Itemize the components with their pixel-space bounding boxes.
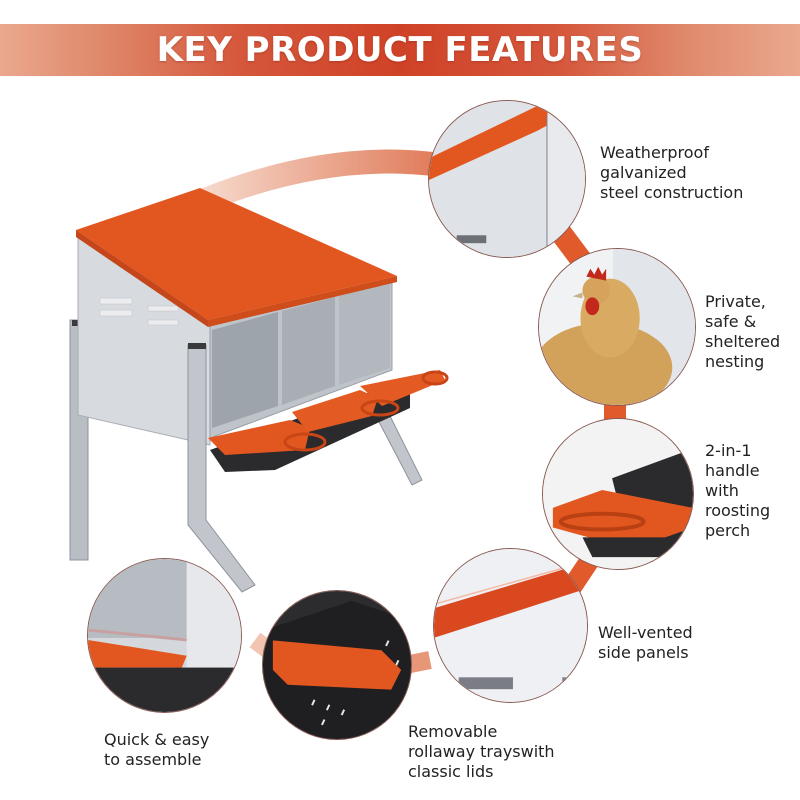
feature-label-weatherproof: Weatherproof galvanized steel constructi… xyxy=(600,143,744,202)
feature-label-vented: Well-vented side panels xyxy=(598,623,693,662)
feature-image-handle xyxy=(542,418,694,570)
feature-image-weatherproof xyxy=(428,100,586,258)
feature-label-handle: 2-in-1 handle with roosting perch xyxy=(705,441,771,540)
banner-title: KEY PRODUCT FEATURES xyxy=(156,30,644,70)
title-banner: KEY PRODUCT FEATURES xyxy=(0,24,800,76)
feature-label-private: Private, safe & sheltered nesting xyxy=(705,292,781,371)
feature-label-trays: Removable rollaway trayswith classic lid… xyxy=(408,722,555,781)
feature-image-vented xyxy=(433,548,588,703)
feature-image-trays xyxy=(262,590,412,740)
feature-image-assembly xyxy=(87,558,242,713)
feature-label-assembly: Quick & easy to assemble xyxy=(104,730,210,769)
feature-image-hen xyxy=(538,248,696,406)
nesting-box-product-image xyxy=(60,180,460,600)
